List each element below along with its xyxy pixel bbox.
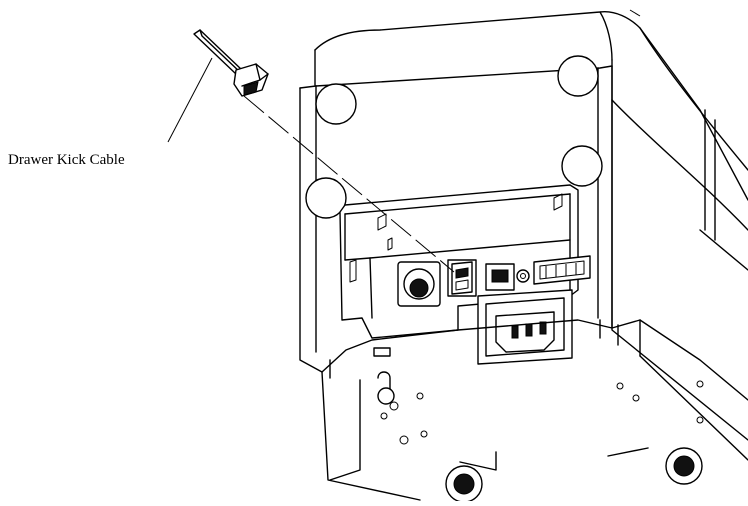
foot-circle [557,55,599,97]
insertion-guide-line [243,95,455,273]
port-row [397,255,591,307]
base-foot [445,465,483,503]
usb-port [485,263,515,291]
callout-leader-line [167,57,213,143]
drawer-kick-cable-plug [193,29,269,97]
foot-circle [315,83,357,125]
foot-circle [305,177,347,219]
base-plate [321,319,748,503]
drawer-kick-cable-label: Drawer Kick Cable [8,152,125,168]
foot-circle [561,145,603,187]
interface-connector [533,255,591,285]
printer-housing [299,9,748,441]
base-foot [665,447,703,485]
power-inlet [477,289,573,365]
ground-screw [516,269,530,283]
drawer-kick-port [447,259,477,297]
round-jack [397,261,441,307]
